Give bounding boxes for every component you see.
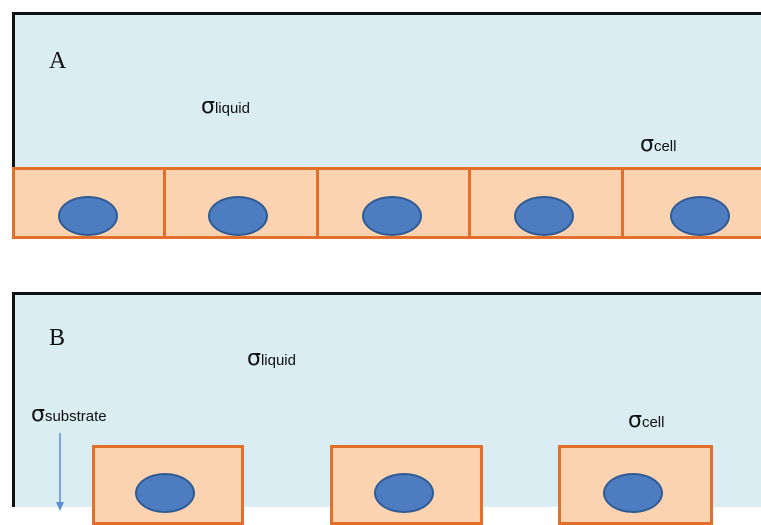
cell-b-3 bbox=[558, 445, 713, 525]
nucleus bbox=[208, 196, 268, 236]
nucleus bbox=[362, 196, 422, 236]
cell-a-1 bbox=[12, 167, 166, 239]
cell-subscript: cell bbox=[641, 414, 665, 431]
cell-a-2 bbox=[163, 167, 319, 239]
panel-a-cell-label: σcell bbox=[640, 132, 676, 157]
sigma-symbol: σ bbox=[31, 402, 45, 427]
liquid-subscript: liquid bbox=[260, 352, 296, 369]
substrate-arrow bbox=[56, 433, 64, 511]
panel-b-letter: B bbox=[49, 325, 66, 351]
cell-a-4 bbox=[468, 167, 624, 239]
cell-b-2 bbox=[330, 445, 483, 525]
sigma-symbol: σ bbox=[201, 94, 215, 119]
panel-b: B σliquid σsubstrate σcell bbox=[12, 292, 761, 525]
panel-a: A σliquid σcell bbox=[12, 12, 761, 239]
liquid-subscript: liquid bbox=[214, 100, 250, 117]
cell-b-1 bbox=[92, 445, 244, 525]
panel-a-letter: A bbox=[49, 48, 67, 74]
nucleus bbox=[374, 473, 434, 513]
nucleus bbox=[670, 196, 730, 236]
panel-b-substrate-label: σsubstrate bbox=[31, 402, 107, 427]
substrate-subscript: substrate bbox=[44, 408, 107, 425]
panel-b-cell-label: σcell bbox=[628, 408, 664, 433]
nucleus bbox=[514, 196, 574, 236]
cell-a-5 bbox=[621, 167, 761, 239]
nucleus bbox=[58, 196, 118, 236]
cell-subscript: cell bbox=[653, 138, 677, 155]
cell-a-3 bbox=[316, 167, 471, 239]
panel-a-liquid-label: σliquid bbox=[201, 94, 250, 119]
nucleus bbox=[603, 473, 663, 513]
sigma-symbol: σ bbox=[640, 132, 654, 157]
sigma-symbol: σ bbox=[247, 346, 261, 371]
sigma-symbol: σ bbox=[628, 408, 642, 433]
panel-b-liquid-label: σliquid bbox=[247, 346, 296, 371]
nucleus bbox=[135, 473, 195, 513]
